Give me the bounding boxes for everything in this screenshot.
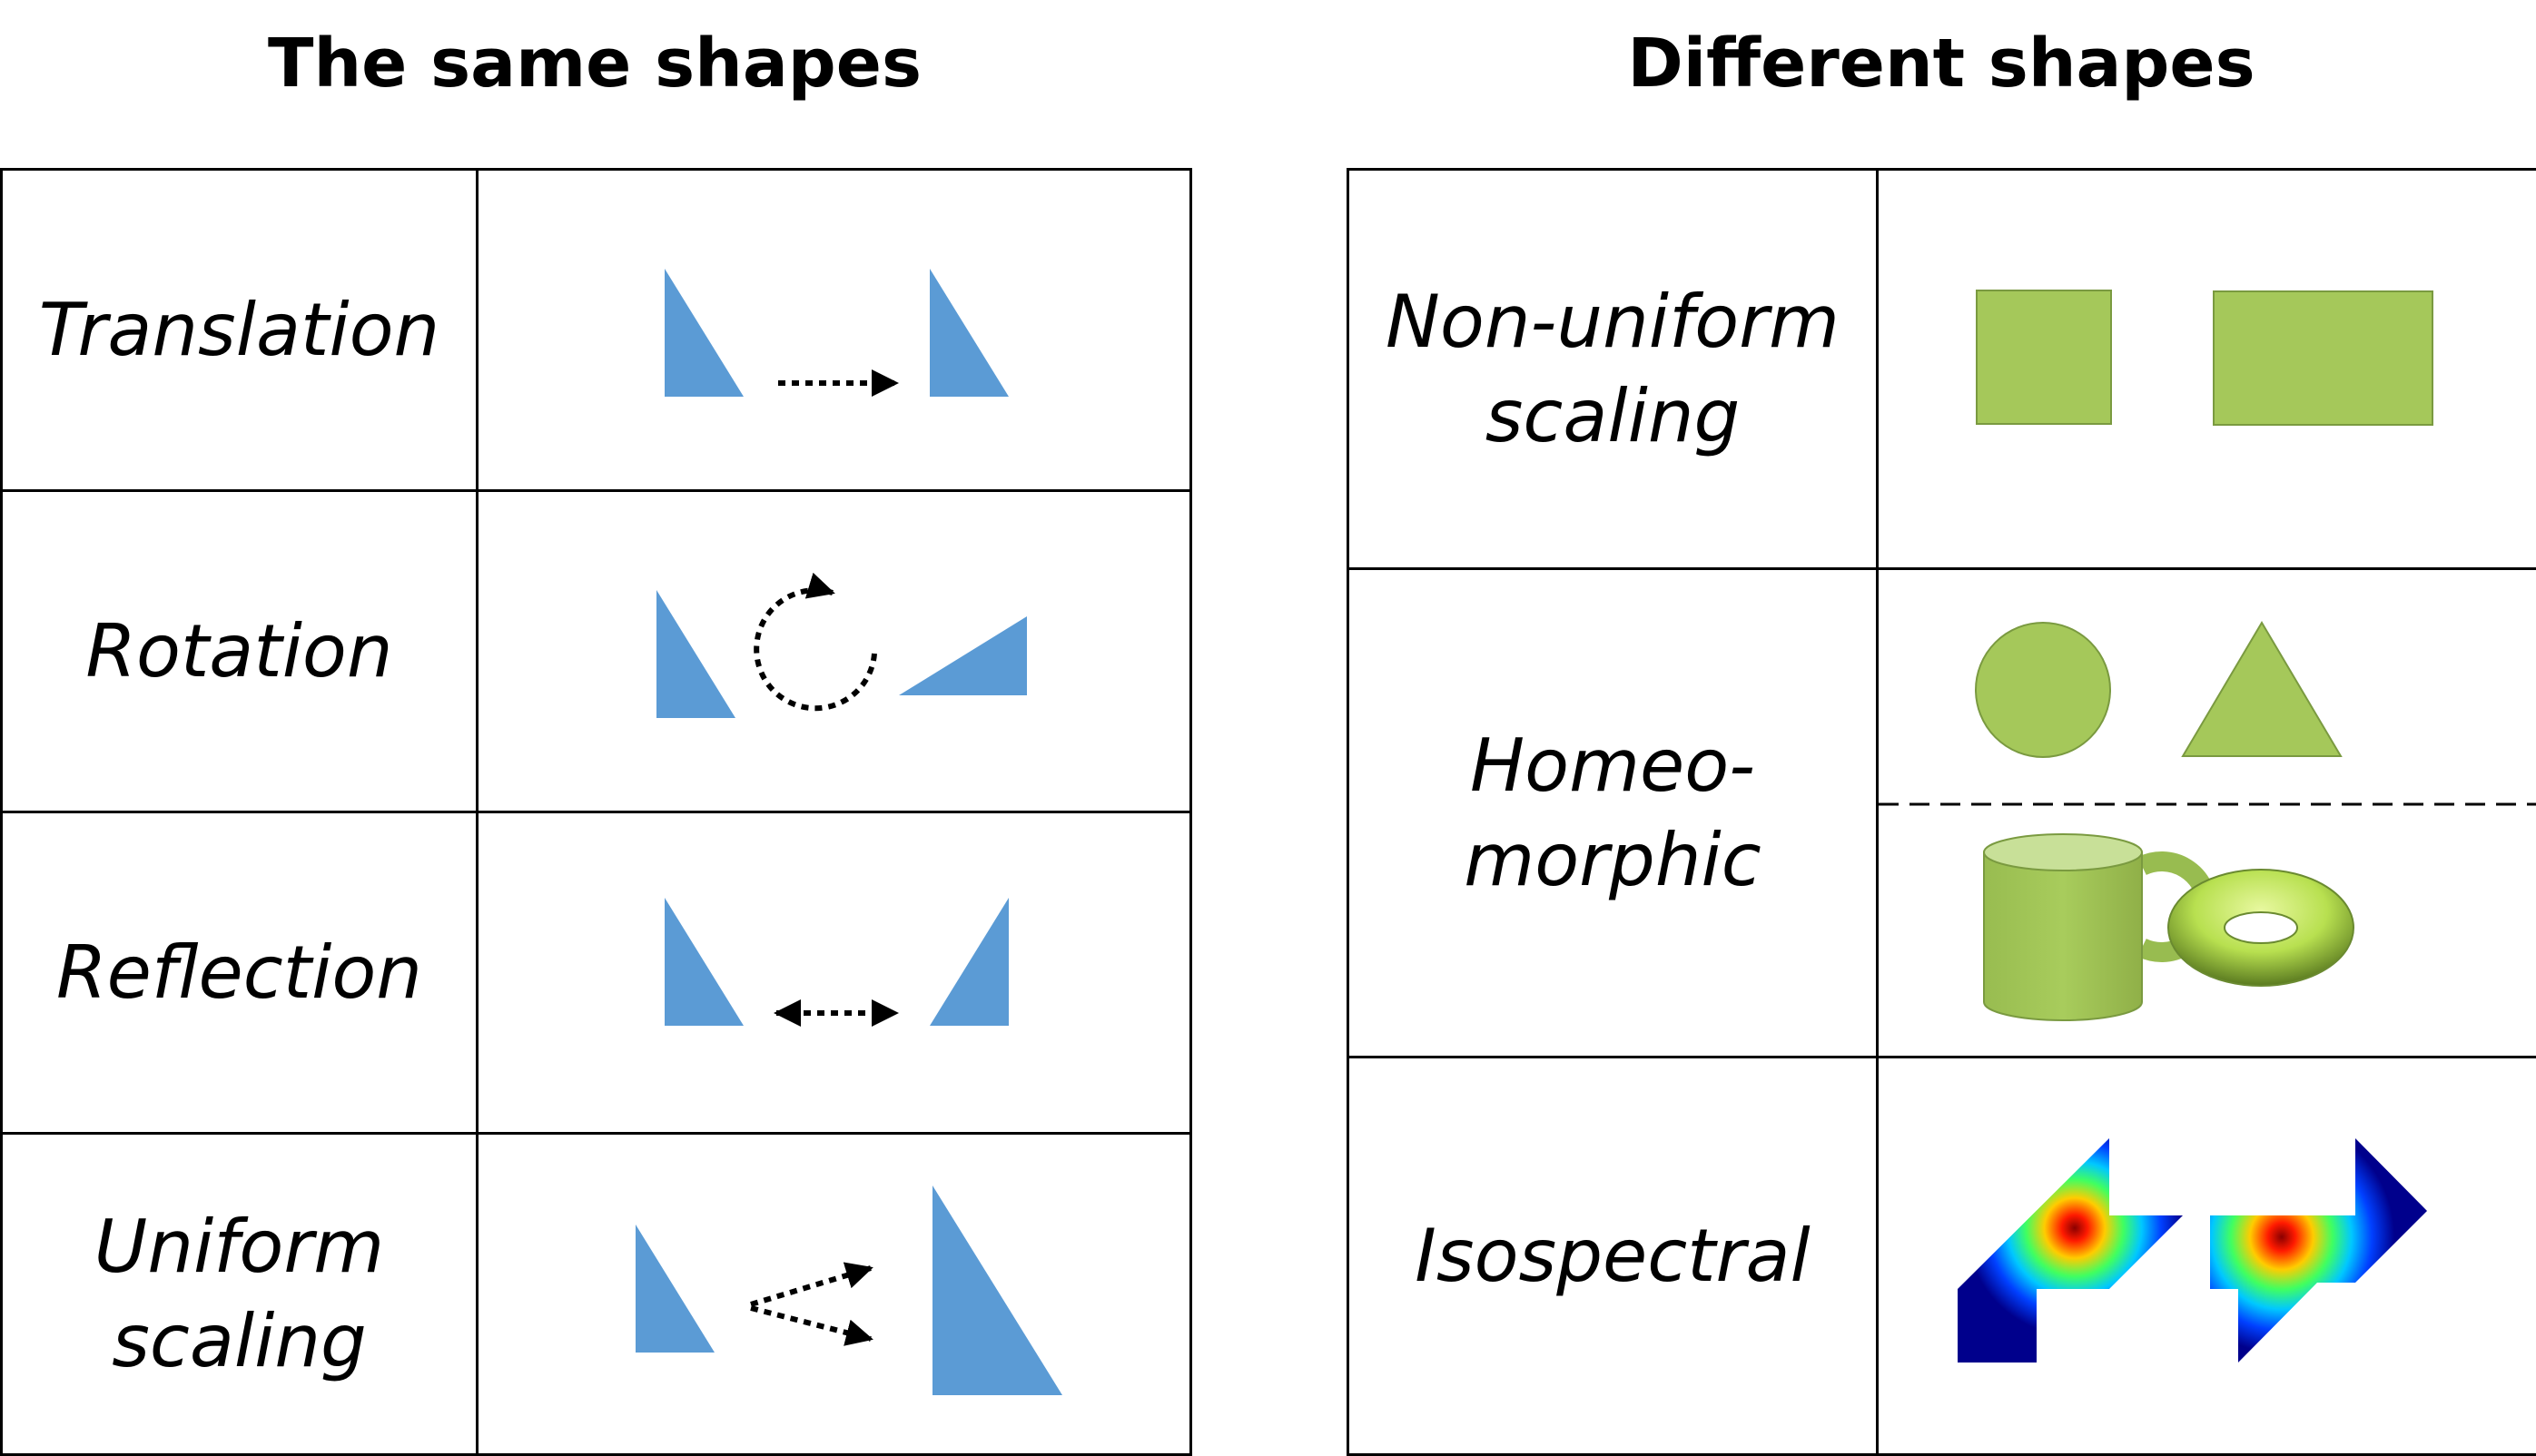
translation-svg bbox=[479, 172, 1192, 489]
uniform-scaling-illustration bbox=[478, 1134, 1191, 1455]
translation-row: Translation bbox=[2, 170, 1191, 491]
scale-arrow-down bbox=[751, 1308, 871, 1339]
non-uniform-label: Non-uniform scaling bbox=[1348, 170, 1878, 569]
square-shape bbox=[1977, 290, 2111, 424]
rotation-label: Rotation bbox=[2, 491, 478, 812]
left-title: The same shapes bbox=[0, 27, 1189, 101]
isospectral-illustration bbox=[1878, 1058, 2536, 1455]
triangle-shape bbox=[930, 269, 1009, 397]
rotation-illustration bbox=[478, 491, 1191, 812]
reflection-label: Reflection bbox=[2, 812, 478, 1134]
scale-arrow-up bbox=[751, 1268, 871, 1304]
triangle-shape bbox=[930, 898, 1009, 1026]
uniform-scaling-label: Uniform scaling bbox=[2, 1134, 478, 1455]
circle-shape bbox=[1976, 623, 2110, 757]
different-shapes-table: Non-uniform scaling Homeo- morphic bbox=[1347, 168, 2536, 1456]
isospectral-label: Isospectral bbox=[1348, 1058, 1878, 1455]
non-uniform-row: Non-uniform scaling bbox=[1348, 170, 2536, 569]
homeomorphic-label: Homeo- morphic bbox=[1348, 569, 1878, 1058]
homeomorphic-row: Homeo- morphic bbox=[1348, 569, 2536, 1058]
large-triangle bbox=[932, 1185, 1062, 1395]
reflection-row: Reflection bbox=[2, 812, 1191, 1134]
reflection-svg bbox=[479, 814, 1192, 1132]
uniform-scaling-row: Uniform scaling bbox=[2, 1134, 1191, 1455]
isospectral-drum-a bbox=[1958, 1138, 2183, 1363]
translation-illustration bbox=[478, 170, 1191, 491]
homeomorphic-svg bbox=[1879, 571, 2536, 1056]
triangle-shape bbox=[656, 590, 735, 718]
non-uniform-svg bbox=[1879, 172, 2536, 567]
reflection-illustration bbox=[478, 812, 1191, 1134]
isospectral-drum-b bbox=[2210, 1138, 2427, 1363]
rectangle-shape bbox=[2214, 291, 2432, 425]
translation-label: Translation bbox=[2, 170, 478, 491]
non-uniform-illustration bbox=[1878, 170, 2536, 569]
isospectral-svg bbox=[1879, 1059, 2536, 1453]
triangle-shape bbox=[665, 269, 744, 397]
rotation-row: Rotation bbox=[2, 491, 1191, 812]
rotation-svg bbox=[479, 493, 1192, 811]
uniform-scaling-svg bbox=[479, 1136, 1192, 1453]
triangle-green-shape bbox=[2183, 623, 2341, 756]
homeomorphic-illustration bbox=[1878, 569, 2536, 1058]
triangle-shape bbox=[899, 616, 1027, 695]
right-title: Different shapes bbox=[1347, 27, 2536, 101]
same-shapes-table: Translation Rotation bbox=[0, 168, 1192, 1456]
small-triangle bbox=[636, 1225, 715, 1353]
triangle-shape bbox=[665, 898, 744, 1026]
torus-shape bbox=[2168, 870, 2353, 986]
isospectral-row: Isospectral bbox=[1348, 1058, 2536, 1455]
circular-arrow bbox=[756, 590, 874, 708]
